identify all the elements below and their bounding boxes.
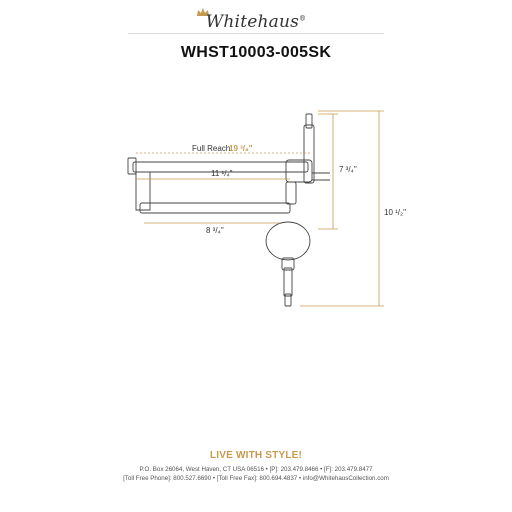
upper-handle-stem	[303, 124, 315, 184]
crown-icon	[197, 8, 209, 16]
dimension-lines	[136, 110, 384, 307]
brand-name-text: Whitehaus	[205, 12, 300, 32]
total-height-dimension: 10 ¹/₂"	[384, 208, 406, 217]
swivel-stem	[285, 181, 297, 205]
lower-handle-cap	[284, 293, 292, 307]
faucet-outline	[127, 113, 330, 307]
model-number: WHST10003-005SK	[180, 44, 332, 61]
lower-arm	[139, 202, 291, 214]
upper-handle-cap	[305, 113, 313, 129]
spout-tip	[127, 157, 137, 175]
wall-mount-body	[285, 159, 313, 183]
footer-contact-line: [Toll Free Phone]: 800.527.6690 • [Toll …	[123, 475, 389, 482]
lower-stem	[281, 257, 295, 271]
footer-address-line: P.O. Box 26064, West Haven, CT USA 06516…	[139, 466, 373, 473]
lower-arm-dimension: 8 ³/₄"	[206, 226, 224, 235]
footer-tagline: LIVE WITH STYLE!	[209, 450, 303, 461]
brand-logo: Whitehaus®	[0, 12, 512, 32]
full-reach-value: 19 ³/₈"	[229, 144, 253, 153]
upper-arm	[132, 161, 309, 173]
upper-arm-dimension: 11 ¹/₄"	[211, 169, 233, 178]
full-reach-label: Full Reach	[192, 144, 230, 153]
brand-registered-mark: ®	[299, 14, 307, 23]
lower-handle	[283, 267, 293, 297]
header-divider	[128, 33, 384, 34]
short-height-dimension: 7 ³/₄"	[339, 165, 357, 174]
left-elbow	[135, 172, 151, 211]
bulb-valve	[265, 221, 311, 261]
